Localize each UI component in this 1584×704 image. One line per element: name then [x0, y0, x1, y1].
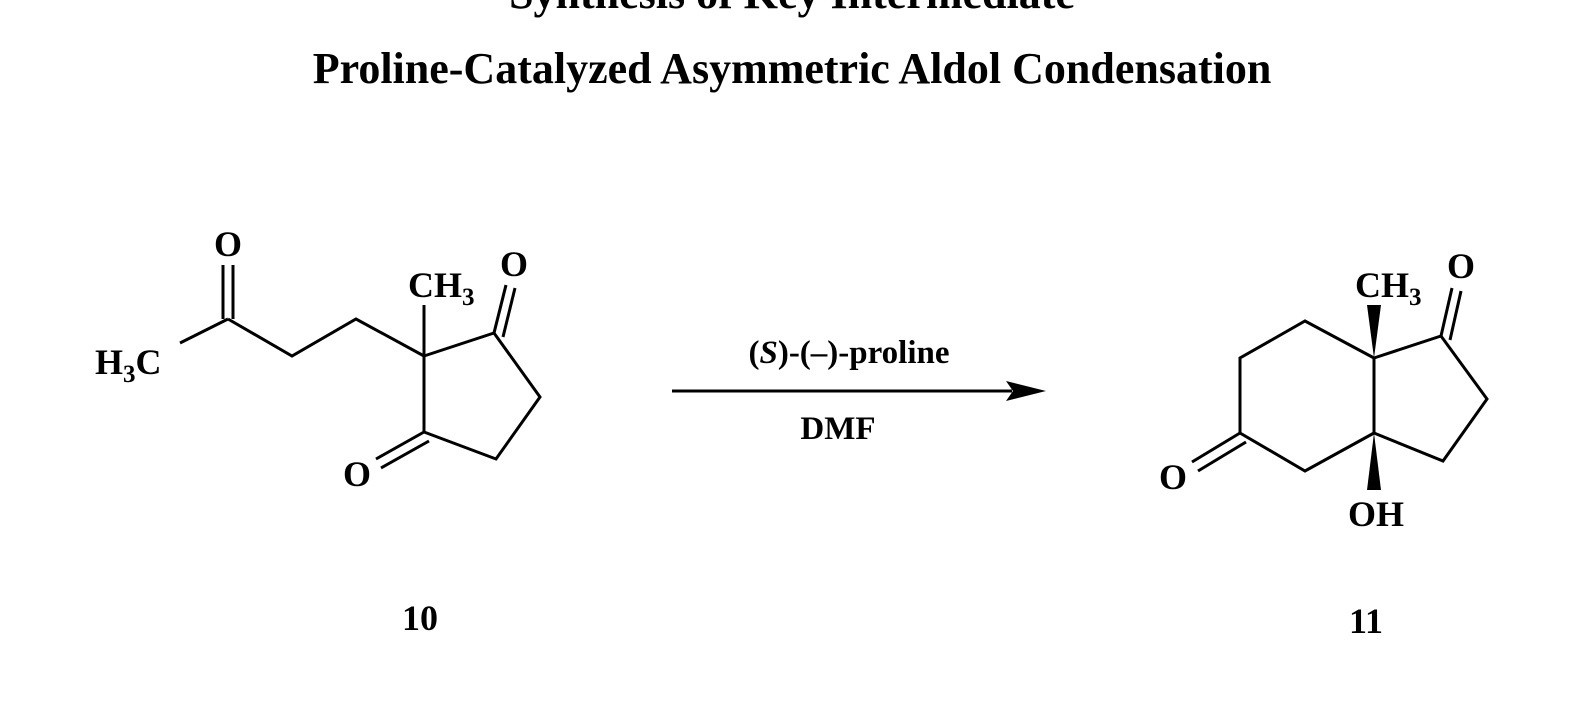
compound-number-10: 10 — [402, 598, 438, 638]
bond-ring-carbonyl-top-2 — [501, 287, 517, 338]
bond-product-carbonyl-top-2 — [1448, 290, 1463, 341]
atom-product-oxygen-top: O — [1447, 246, 1475, 286]
atom-ch3-reactant: CH3 — [408, 265, 475, 311]
bond-product-carbonyl-left-2 — [1197, 440, 1247, 473]
reagent-label: (S)-(–)-proline — [748, 335, 949, 371]
bond-product-carbonyl-top-1 — [1439, 287, 1454, 337]
product-structure-11: CH3 O O OH 11 — [1159, 246, 1489, 641]
atom-ch3-product: CH3 — [1355, 265, 1422, 311]
atom-ring-oxygen-top: O — [500, 244, 528, 284]
cut-off-title: Synthesis of Key Intermediate — [509, 0, 1075, 18]
bond-h3c-to-carbonyl — [179, 317, 229, 345]
bond-ring-carbonyl-bottom-1 — [375, 430, 425, 461]
bond-side-chain — [227, 317, 425, 358]
wedge-bond-oh — [1367, 433, 1381, 490]
wedge-bond-ch3 — [1367, 305, 1381, 358]
bond-ring-carbonyl-top-1 — [492, 284, 508, 334]
atom-ring-oxygen-bottom: O — [343, 454, 371, 494]
atom-product-oxygen-left: O — [1159, 457, 1187, 497]
compound-number-11: 11 — [1349, 601, 1383, 641]
reaction-arrow-head — [1006, 381, 1046, 401]
atom-hydroxyl: OH — [1348, 494, 1404, 534]
ring-cyclopentane-product — [1373, 334, 1489, 463]
reaction-conditions: (S)-(–)-proline DMF — [672, 335, 1046, 447]
ring-cyclohexane — [1238, 319, 1375, 473]
reactant-structure-10: O H3C CH3 O O 10 — [95, 224, 542, 638]
solvent-label: DMF — [800, 411, 875, 447]
bond-product-carbonyl-left-1 — [1191, 431, 1241, 464]
page-title: Proline-Catalyzed Asymmetric Aldol Conde… — [313, 44, 1272, 93]
bond-ring-carbonyl-bottom-2 — [380, 439, 430, 470]
ring-cyclopentane — [422, 331, 542, 461]
atom-methyl-h3c: H3C — [95, 342, 162, 388]
atom-ketone-oxygen: O — [214, 224, 242, 264]
